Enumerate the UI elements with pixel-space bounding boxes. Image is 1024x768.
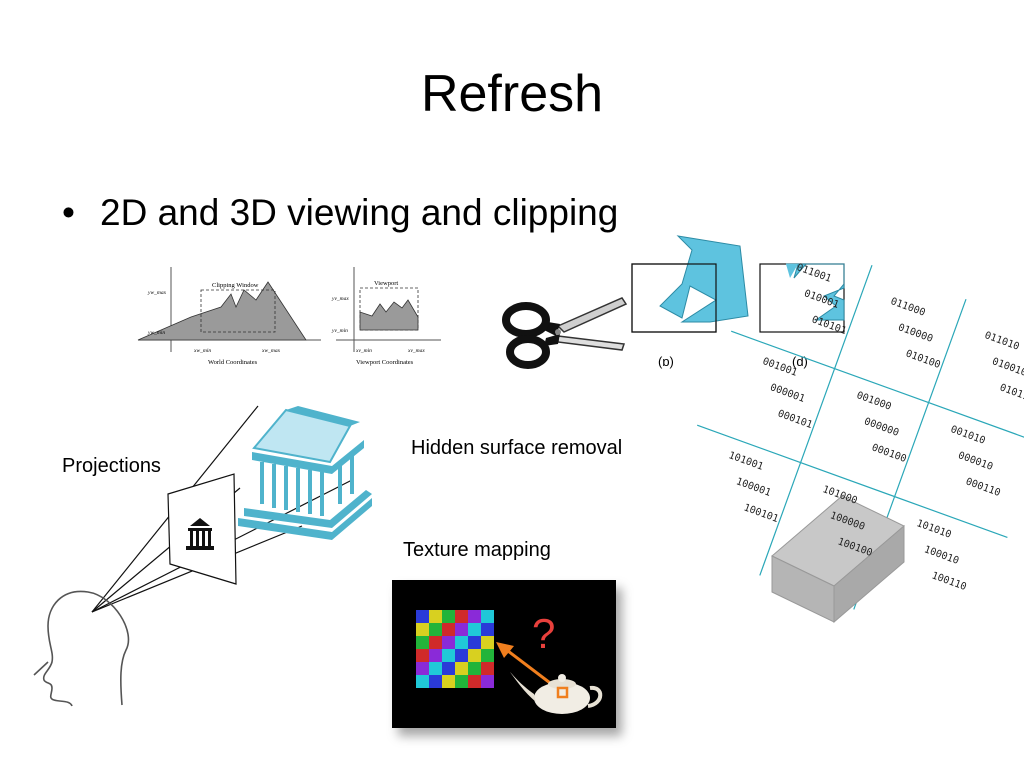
world-ymax-label: yw_max	[147, 290, 167, 296]
checker-cell	[442, 623, 455, 636]
viewport-ymax-label: yv_max	[331, 296, 349, 302]
checker-cell	[429, 623, 442, 636]
checker-cell	[429, 675, 442, 688]
polygon-clip-caption-a: (ɒ)	[658, 354, 674, 369]
checker-cell	[455, 662, 468, 675]
region-code: 100001	[735, 476, 773, 499]
region-code: 101010	[915, 518, 953, 541]
checker-cell	[455, 649, 468, 662]
checker-cell	[455, 623, 468, 636]
world-xmax-label: xw_max	[261, 348, 281, 354]
grid-line	[759, 264, 873, 576]
viewport-xmin-label: xv_min	[355, 348, 372, 354]
region-code: 100010	[923, 544, 961, 567]
checker-cell	[416, 675, 429, 688]
bullet-item: • 2D and 3D viewing and clipping	[62, 190, 618, 236]
checker-cell	[442, 610, 455, 623]
texture-mapping-label: Texture mapping	[403, 539, 551, 561]
region-code: 001010	[949, 424, 987, 447]
checker-cell	[442, 662, 455, 675]
checker-cell	[442, 675, 455, 688]
bullet-text: 2D and 3D viewing and clipping	[100, 192, 619, 233]
checker-cell	[481, 636, 494, 649]
checker-cell	[481, 649, 494, 662]
world-ymin-label: yw_min	[147, 330, 165, 336]
temple-model	[238, 406, 372, 540]
region-code: 000100	[870, 442, 908, 465]
checker-cell	[468, 649, 481, 662]
world-coordinates-caption: World Coordinates	[208, 359, 258, 366]
checker-cell	[468, 662, 481, 675]
checker-cell	[455, 610, 468, 623]
checker-cell	[468, 636, 481, 649]
region-code: 000110	[964, 476, 1002, 499]
bullet-symbol: •	[62, 192, 75, 233]
region-code: 100101	[742, 502, 780, 525]
checker-cell	[455, 675, 468, 688]
region-code: 000000	[863, 416, 901, 439]
projection-figure	[33, 405, 372, 707]
checker-cell	[481, 662, 494, 675]
polygon-clipping-figure: (ɒ) (d)	[631, 235, 845, 369]
grid-line	[696, 424, 1008, 538]
checker-cell	[455, 636, 468, 649]
region-code: 100110	[930, 570, 968, 593]
checker-cell	[416, 623, 429, 636]
checker-cell	[468, 610, 481, 623]
checker-cell	[442, 636, 455, 649]
checker-cell	[468, 675, 481, 688]
hidden-surface-label: Hidden surface removal	[411, 437, 623, 459]
region-code: 010100	[904, 348, 942, 371]
clipping-window-figure: Clipping Window yw_max yw_min xw_min xw_…	[137, 267, 441, 366]
checker-cell	[481, 610, 494, 623]
question-mark: ?	[532, 610, 555, 657]
clipping-window-label: Clipping Window	[212, 282, 259, 289]
checker-cell	[416, 610, 429, 623]
teapot-icon	[510, 672, 603, 714]
checker-cell	[468, 623, 481, 636]
checker-texture: ?	[416, 610, 603, 714]
checker-cell	[429, 610, 442, 623]
region-code: 001000	[855, 390, 893, 413]
region-code: 010110	[998, 382, 1024, 405]
viewport-xmax-label: xv_max	[407, 348, 425, 354]
checker-cell	[429, 649, 442, 662]
region-code: 000001	[769, 382, 807, 405]
region-code: 000101	[776, 408, 814, 431]
checker-cell	[416, 636, 429, 649]
viewport-ymin-label: yv_min	[331, 328, 348, 334]
projections-label: Projections	[62, 455, 161, 477]
viewer-head-outline	[33, 590, 130, 707]
world-xmin-label: xw_min	[193, 348, 211, 354]
grid-line	[730, 330, 1024, 438]
scissors-icon	[502, 297, 628, 369]
region-code: 000010	[957, 450, 995, 473]
region-code: 101001	[727, 450, 765, 473]
checker-cell	[481, 675, 494, 688]
checker-cell	[429, 662, 442, 675]
checker-cell	[481, 623, 494, 636]
checker-cell	[429, 636, 442, 649]
region-code: 011010	[983, 330, 1021, 353]
viewport-label: Viewport	[374, 280, 398, 287]
slide-title: Refresh	[420, 65, 604, 123]
checker-cell	[416, 649, 429, 662]
texture-mapping-figure: ?	[392, 580, 616, 728]
checker-cell	[416, 662, 429, 675]
viewport-coordinates-caption: Viewport Coordinates	[356, 359, 414, 366]
gray-box	[771, 495, 905, 624]
hidden-surface-figure: 0110010100010101010110000100000101000110…	[696, 262, 1024, 624]
checker-cell	[442, 649, 455, 662]
region-code: 010010	[991, 356, 1024, 379]
region-code: 010000	[897, 322, 935, 345]
region-code: 011000	[889, 296, 927, 319]
